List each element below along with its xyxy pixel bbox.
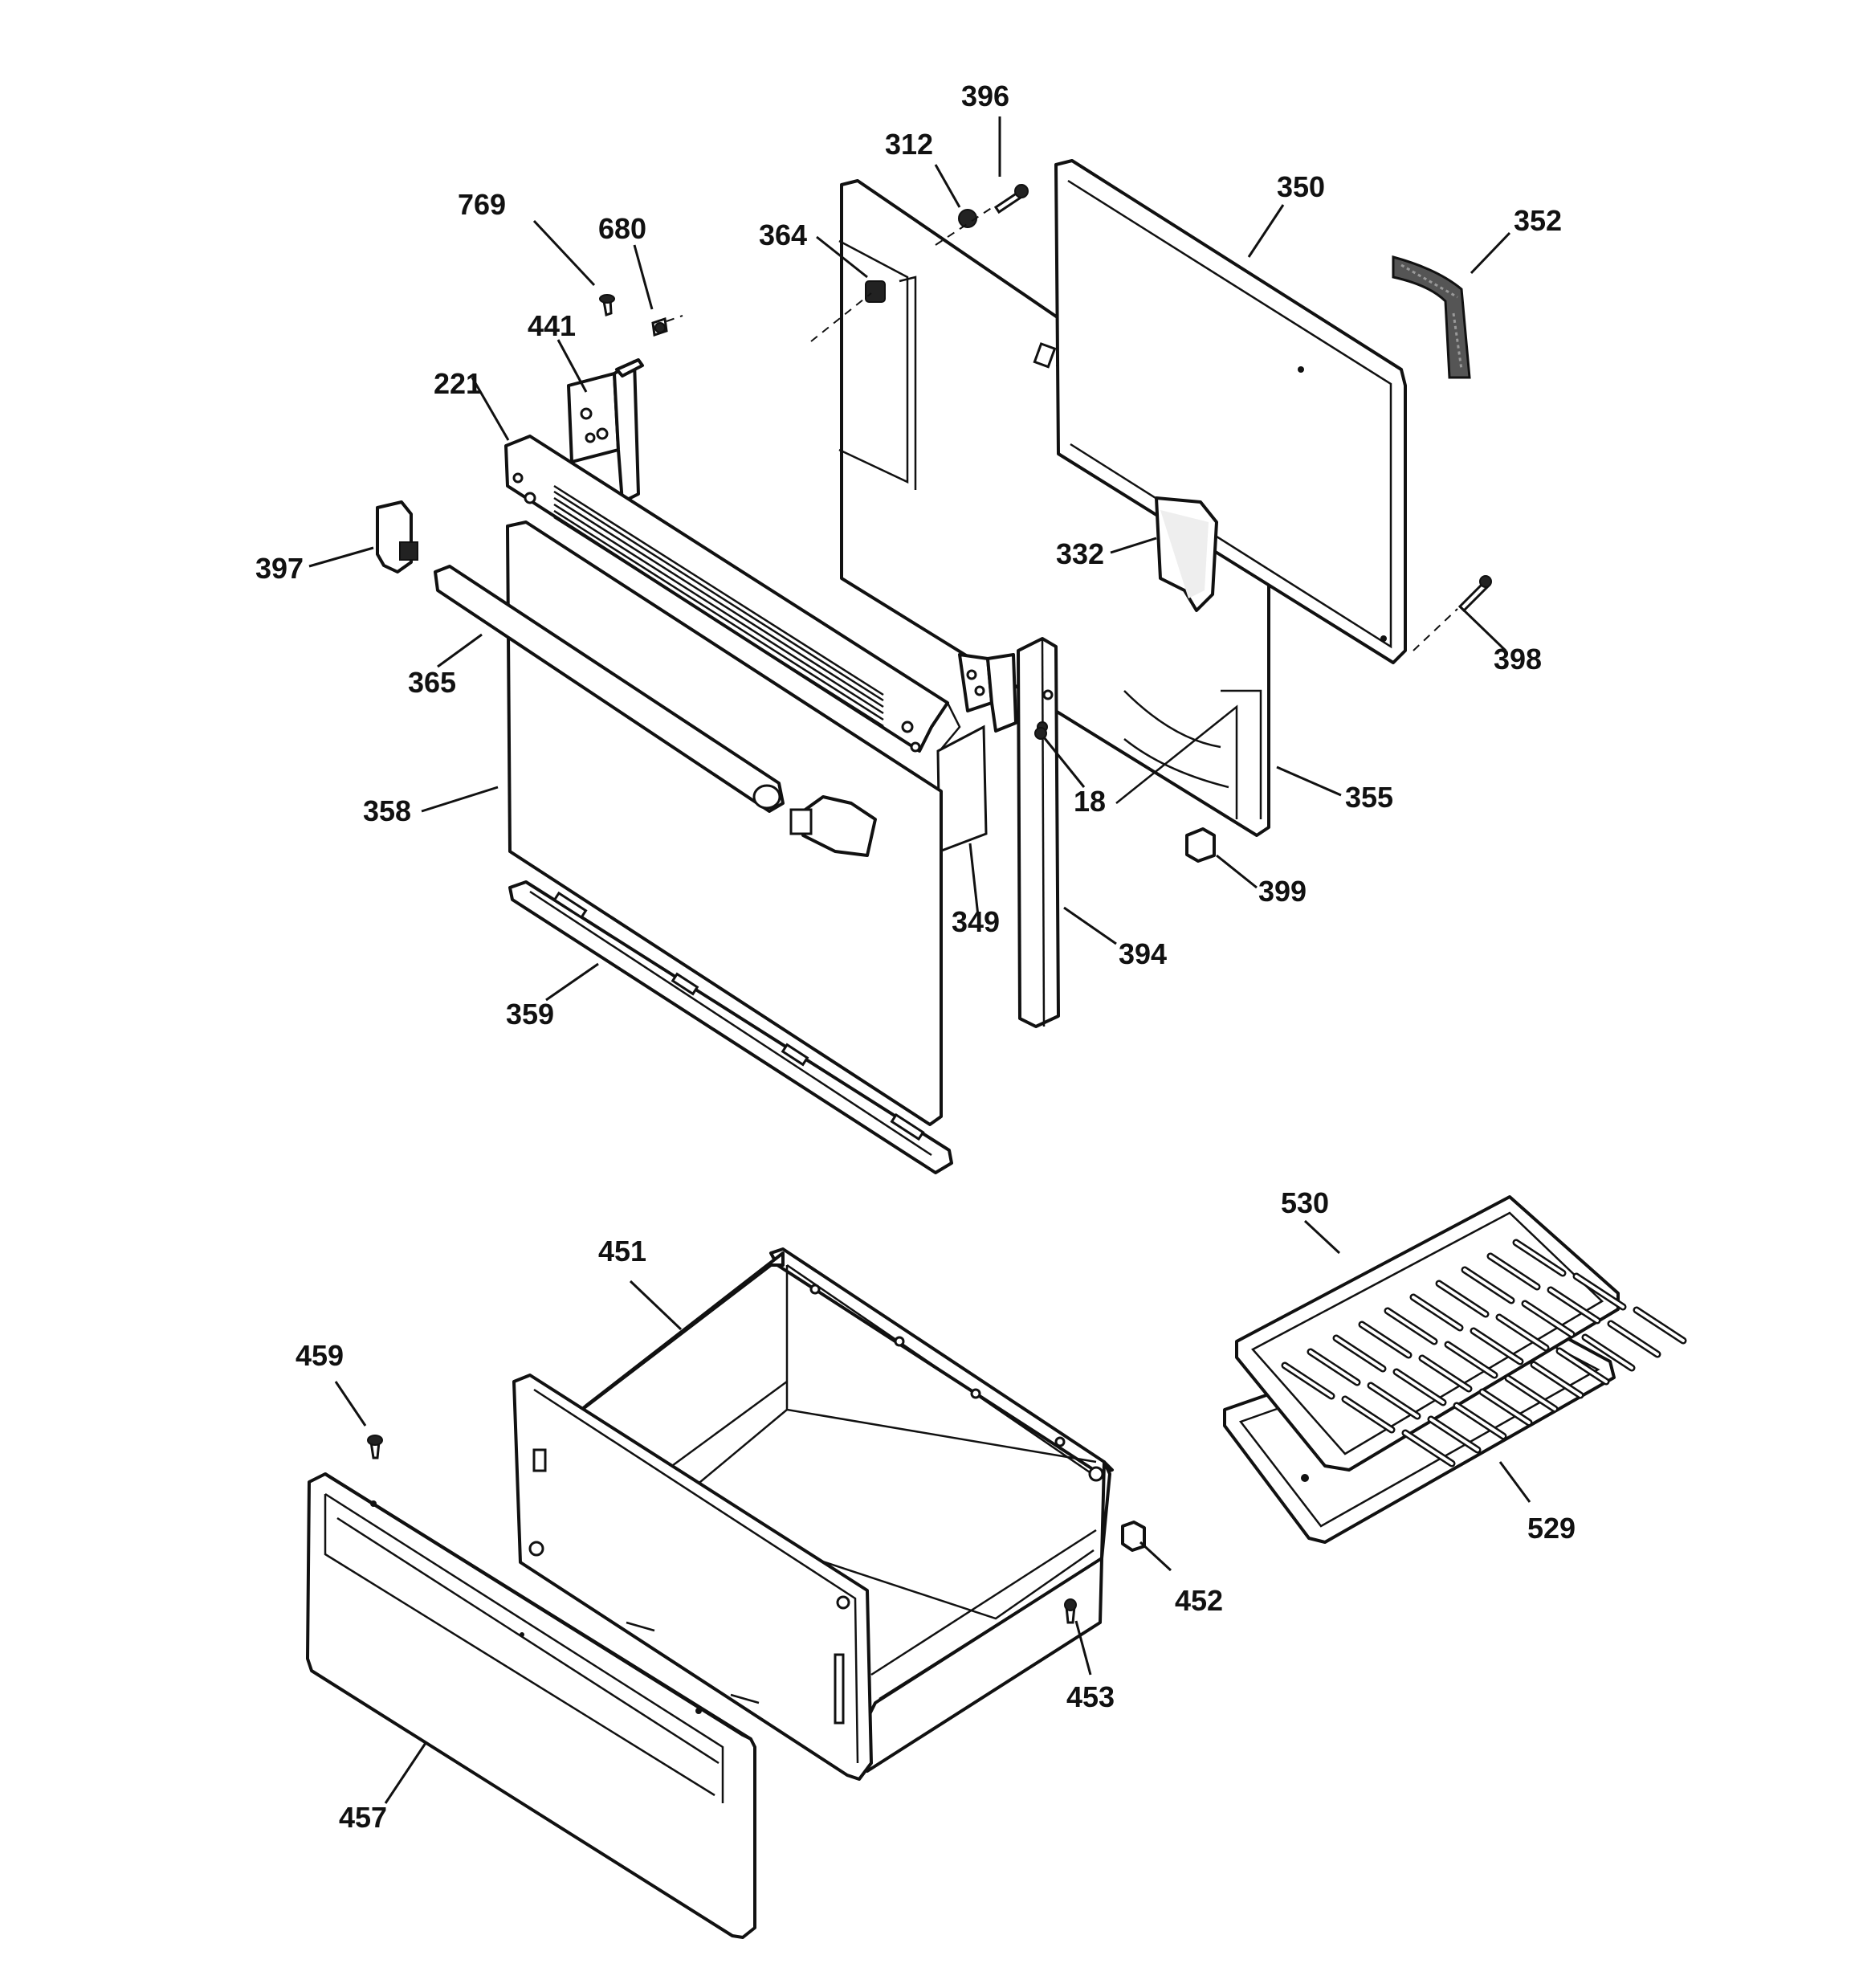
callout-396: 396: [961, 80, 1009, 112]
callout-452: 452: [1175, 1584, 1223, 1617]
grid-slot-highlight: [1412, 1296, 1461, 1329]
callout-459: 459: [296, 1339, 344, 1372]
part-457-drawer-front: [306, 1472, 756, 1939]
grid-slots: [1281, 1239, 1687, 1468]
grid-slot-highlight: [1481, 1390, 1531, 1424]
part-459-screw: [367, 1435, 383, 1459]
grid-slot-highlight: [1498, 1316, 1547, 1349]
grid-slot-highlight: [1386, 1309, 1436, 1343]
callout-352: 352: [1514, 204, 1562, 237]
callout-312: 312: [885, 128, 933, 161]
callout-769: 769: [458, 188, 506, 221]
part-358-door-panel: [506, 520, 943, 1126]
part-398-screw: [1413, 575, 1492, 651]
grid-slot-highlight: [1446, 1343, 1496, 1377]
callout-529: 529: [1527, 1512, 1576, 1545]
part-350-window-glass: [1054, 159, 1407, 664]
grid-slot-highlight: [1506, 1377, 1556, 1410]
callout-359: 359: [506, 998, 554, 1031]
callout-451: 451: [598, 1235, 646, 1268]
grid-slot-highlight: [1343, 1398, 1393, 1431]
callout-457: 457: [339, 1801, 387, 1834]
part-handle-bracket: [789, 795, 877, 857]
callout-221: 221: [434, 367, 482, 400]
grid-slot-highlight: [1514, 1241, 1564, 1275]
grid-slot-highlight: [1309, 1350, 1359, 1384]
callout-680: 680: [598, 212, 646, 245]
part-364-pin: [810, 280, 886, 342]
leader-lines: [308, 116, 1531, 1804]
grid-slot-highlight: [1635, 1308, 1685, 1342]
part-352-gasket: [1392, 255, 1471, 379]
grid-slot-highlight: [1395, 1370, 1445, 1404]
part-18-screw: [1034, 727, 1047, 740]
part-359-bottom-rail: [508, 880, 953, 1174]
grid-slot-highlight: [1549, 1288, 1599, 1322]
part-530-broiler-grid: [1235, 1195, 1687, 1472]
grid-slot-highlight: [1429, 1418, 1479, 1451]
part-453-screw: [1064, 1598, 1077, 1624]
callout-530: 530: [1281, 1186, 1329, 1219]
callout-365: 365: [408, 666, 456, 699]
callout-349: 349: [952, 905, 1000, 938]
callout-394: 394: [1119, 937, 1167, 970]
part-399-bumper: [1185, 827, 1216, 863]
part-441-hinge: [567, 358, 644, 504]
grid-slot-highlight: [1584, 1336, 1633, 1370]
part-hinge-bracket: [958, 653, 1017, 733]
callout-labels: 396 312 769 680 364 350 352 441 221 397 …: [255, 80, 1576, 1834]
grid-slot-highlight: [1558, 1349, 1608, 1383]
callout-358: 358: [363, 794, 411, 827]
grid-slot-highlight: [1575, 1275, 1625, 1308]
grid-slot-highlight: [1609, 1322, 1659, 1356]
grid-slot-highlight: [1404, 1431, 1453, 1465]
grid-slot-highlight: [1489, 1255, 1539, 1288]
grid-slot-highlight: [1437, 1282, 1487, 1316]
callout-364: 364: [759, 218, 807, 251]
part-312-nut: [958, 209, 977, 228]
callout-399: 399: [1258, 875, 1307, 908]
callout-332: 332: [1056, 537, 1104, 570]
callout-350: 350: [1277, 170, 1325, 203]
grid-slot-highlight: [1421, 1357, 1470, 1390]
part-396-screw: [935, 184, 1029, 246]
callout-441: 441: [528, 309, 576, 342]
part-451-drawer: [512, 1247, 1114, 1781]
grid-slot-highlight: [1523, 1302, 1573, 1336]
part-221-vent-trim: [504, 435, 961, 753]
part-332-insulation: [1155, 496, 1218, 612]
callout-397: 397: [255, 552, 304, 585]
part-397-clip: [376, 500, 418, 574]
grid-slot-highlight: [1335, 1337, 1384, 1370]
grid-slot-highlight: [1360, 1323, 1410, 1357]
part-452-clip: [1121, 1521, 1146, 1552]
grid-slot-highlight: [1283, 1364, 1333, 1398]
part-769-screw: [599, 294, 615, 316]
callout-18: 18: [1074, 785, 1106, 818]
callout-398: 398: [1494, 643, 1542, 676]
part-394-hinge-arm: [1017, 637, 1060, 1028]
grid-slot-highlight: [1455, 1404, 1505, 1438]
part-365-handle: [434, 565, 785, 813]
grid-slot-highlight: [1532, 1363, 1582, 1397]
callout-355: 355: [1345, 781, 1393, 814]
callout-453: 453: [1066, 1680, 1115, 1713]
grid-slot-highlight: [1472, 1329, 1522, 1363]
grid-slot-highlight: [1463, 1268, 1513, 1302]
part-680-screw: [651, 315, 683, 337]
grid-slot-highlight: [1369, 1384, 1419, 1418]
